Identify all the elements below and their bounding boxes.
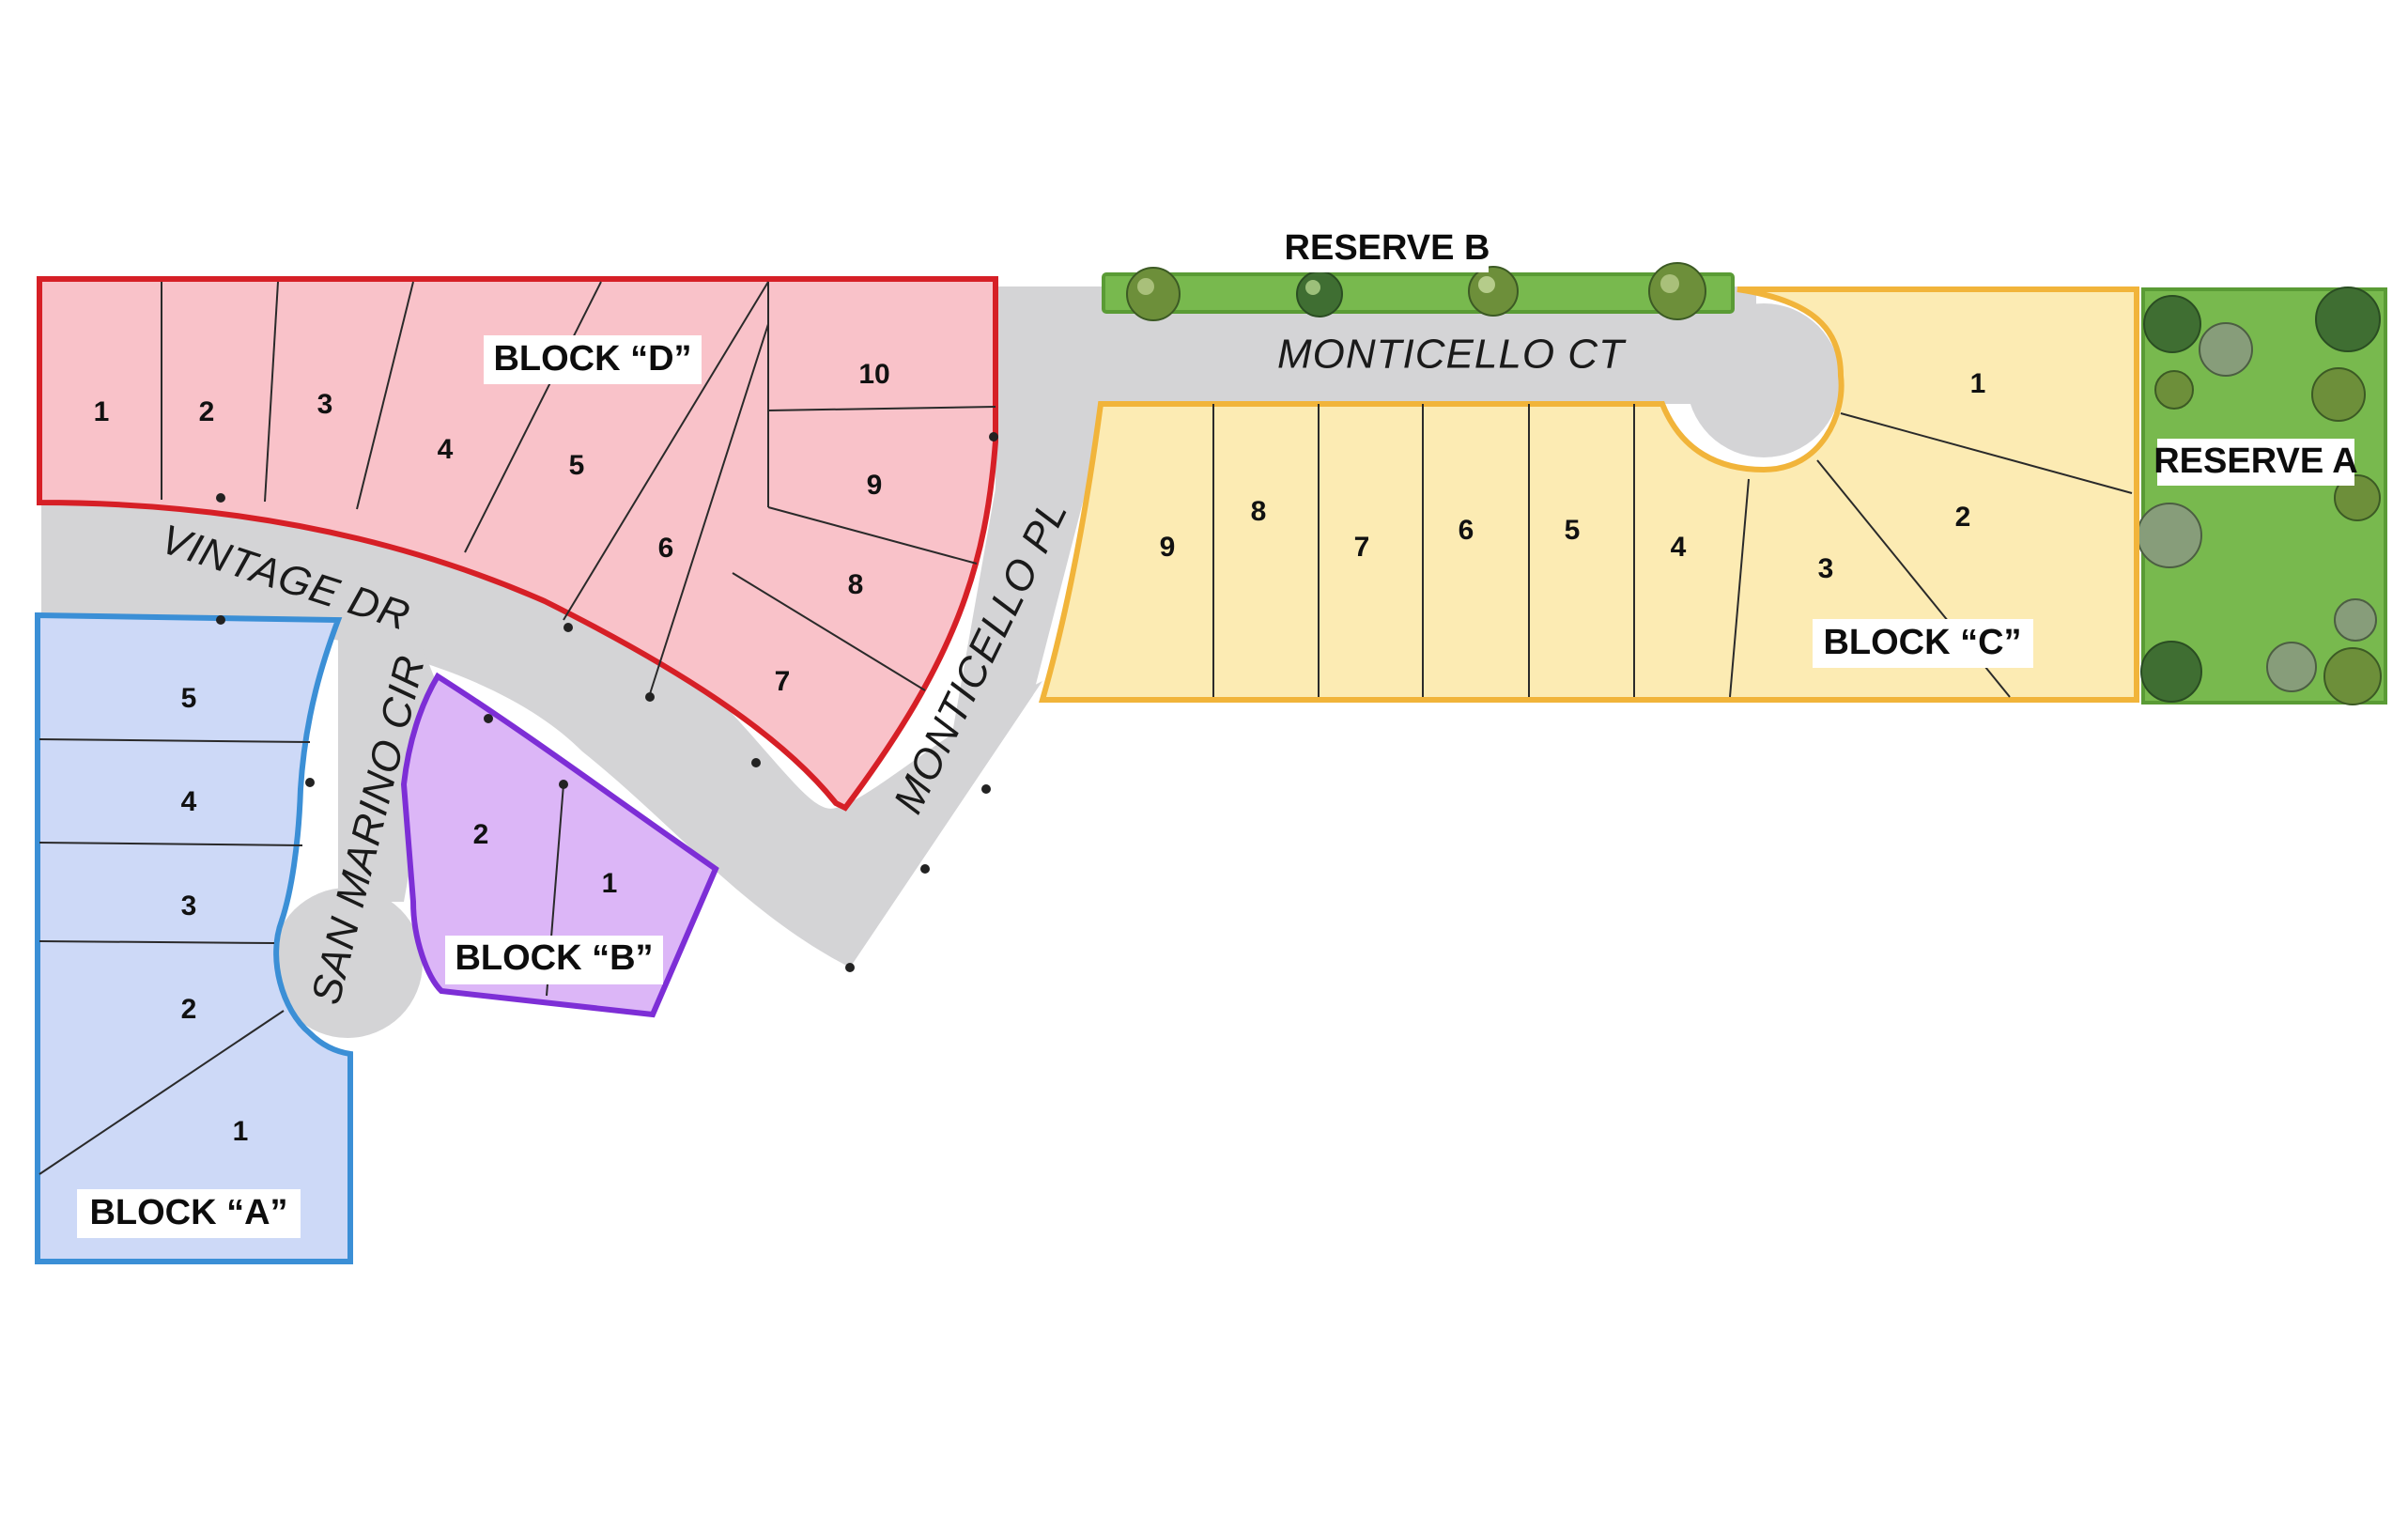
- block-a-lot-2[interactable]: 2: [181, 994, 197, 1025]
- tree-icon: [2140, 641, 2202, 703]
- block-a[interactable]: 5 4 3 2 1 BLOCK “A”: [35, 612, 353, 1264]
- block-c-label-bg: [1813, 619, 2033, 668]
- cul-de-sac-monticello-ct: [1687, 303, 1841, 457]
- tree-icon: [2315, 286, 2381, 352]
- block-c-lot-1[interactable]: 1: [1970, 368, 1986, 399]
- tree-icon: [2199, 322, 2253, 377]
- tree-icon: [2266, 642, 2317, 692]
- reserve-b-label: RESERVE B: [1285, 228, 1490, 268]
- block-d-lot-5[interactable]: 5: [569, 450, 585, 481]
- block-c-lot-9[interactable]: 9: [1160, 532, 1176, 563]
- block-a-label-bg: [77, 1189, 301, 1238]
- block-c-boundary[interactable]: [1039, 286, 2139, 703]
- block-d-lot-1[interactable]: 1: [94, 396, 110, 427]
- reserve-b: RESERVE B: [1102, 225, 1735, 321]
- block-d-lot-4[interactable]: 4: [438, 434, 454, 465]
- tree-icon: [2323, 647, 2382, 705]
- block-d-lot-10[interactable]: 10: [858, 359, 889, 390]
- block-d-lot-2[interactable]: 2: [199, 396, 215, 427]
- cul-de-sac-san-marino-cir: [272, 888, 423, 1038]
- block-c-lot-lines: [1212, 404, 2133, 698]
- road-monticello-ct: [996, 286, 1756, 404]
- block-d-label-bg: [484, 335, 702, 384]
- tree-icon: [2154, 370, 2194, 410]
- block-d-lot-7[interactable]: 7: [775, 666, 791, 697]
- block-b-label-bg: [445, 936, 663, 984]
- tree-icon: [1648, 262, 1706, 320]
- reserve-a-label: RESERVE A: [2153, 441, 2358, 481]
- block-a-lot-5[interactable]: 5: [181, 683, 197, 714]
- tree-icon: [2143, 295, 2201, 353]
- block-c-lot-7[interactable]: 7: [1354, 532, 1370, 563]
- block-b-boundary[interactable]: [400, 672, 719, 1018]
- block-c-lot-3[interactable]: 3: [1818, 553, 1834, 584]
- block-d-label: BLOCK “D”: [493, 339, 691, 379]
- tree-icon: [2137, 503, 2202, 568]
- block-c-lot-8[interactable]: 8: [1251, 496, 1267, 527]
- block-d-lot-9[interactable]: 9: [867, 470, 883, 501]
- reserve-a-label-bg: [2157, 439, 2354, 486]
- block-a-lot-1[interactable]: 1: [233, 1116, 249, 1147]
- block-b[interactable]: 2 1 BLOCK “B”: [400, 672, 719, 1018]
- tree-icon: [1126, 267, 1181, 321]
- block-d-lot-8[interactable]: 8: [848, 569, 864, 600]
- street-label-monticello-ct: MONTICELLO CT: [1277, 332, 1627, 378]
- block-d-lot-3[interactable]: 3: [317, 389, 333, 420]
- block-a-lot-4[interactable]: 4: [181, 786, 197, 817]
- block-d-boundary[interactable]: [37, 276, 998, 812]
- block-c-lot-4[interactable]: 4: [1671, 532, 1687, 563]
- block-b-lot-2[interactable]: 2: [473, 819, 489, 850]
- block-a-label: BLOCK “A”: [89, 1193, 287, 1232]
- block-c-lot-5[interactable]: 5: [1565, 515, 1581, 546]
- reserve-b-strip: [1102, 272, 1735, 314]
- block-b-lot-1[interactable]: 1: [602, 868, 618, 899]
- block-c[interactable]: 9 8 7 6 5 4 3 2 1 BLOCK “C”: [1039, 286, 2139, 703]
- block-a-boundary[interactable]: [35, 612, 353, 1264]
- tree-icon: [1296, 271, 1343, 317]
- block-d-lot-lines: [161, 281, 996, 701]
- tree-icon: [2334, 598, 2377, 642]
- tree-icon: [1468, 266, 1519, 317]
- reserve-a: RESERVE A: [2137, 286, 2387, 705]
- survey-pins: [216, 432, 998, 972]
- reserve-b-label-bg: [1287, 225, 1489, 272]
- block-d[interactable]: 1 2 3 4 5 6 7 8 9 10 BLOCK “D”: [37, 276, 998, 812]
- block-c-lot-2[interactable]: 2: [1955, 502, 1971, 533]
- block-a-lot-3[interactable]: 3: [181, 890, 197, 921]
- block-b-label: BLOCK “B”: [455, 938, 653, 978]
- tree-icon: [2311, 367, 2366, 422]
- block-a-lot-lines: [39, 738, 311, 1175]
- block-d-lot-6[interactable]: 6: [658, 533, 674, 564]
- tree-icon: [2334, 474, 2381, 521]
- block-c-lot-6[interactable]: 6: [1459, 515, 1474, 546]
- block-c-label: BLOCK “C”: [1823, 623, 2021, 662]
- road-monticello-pl: [826, 286, 1108, 968]
